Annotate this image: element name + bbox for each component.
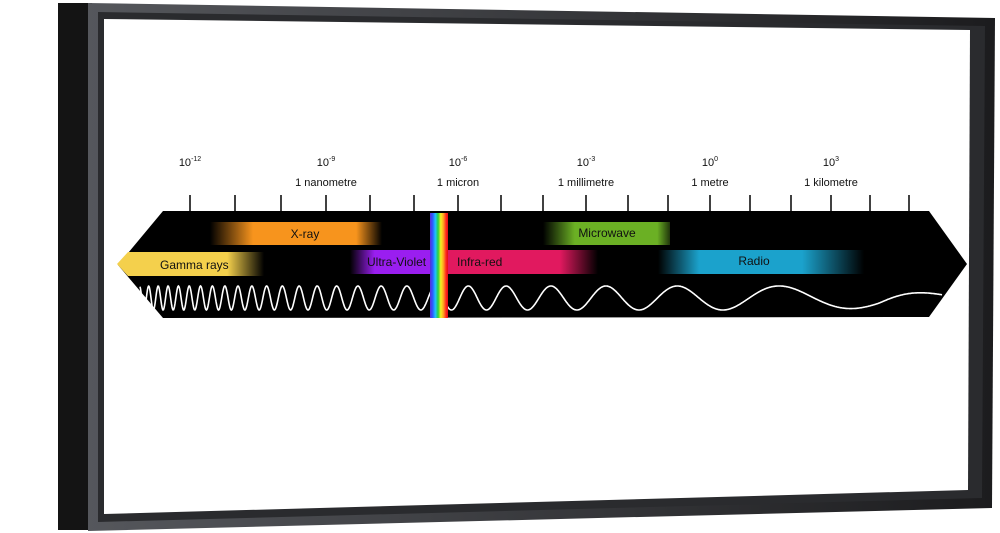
band-xray: X-ray	[210, 222, 382, 245]
band-xray-label: X-ray	[291, 227, 320, 241]
scale-exponent-label: 100	[702, 156, 718, 169]
band-radio: Radio	[658, 250, 864, 274]
visible-spectrum	[430, 213, 448, 318]
scale-unit-label: 1 millimetre	[558, 177, 614, 189]
scale-unit-label: 1 metre	[691, 177, 728, 189]
scale-exponent-label: 103	[823, 156, 839, 169]
band-infrared-label: Infra-red	[457, 255, 502, 269]
band-uv: Ultra-Violet	[350, 250, 432, 274]
band-infrared: Infra-red	[446, 250, 598, 274]
scale-exponent-label: 10-6	[449, 156, 468, 169]
scale-exponent-label: 10-12	[179, 156, 201, 169]
band-gamma-label: Gamma rays	[160, 258, 229, 272]
band-gamma: Gamma rays	[117, 252, 264, 276]
scale-exponent-label: 10-9	[317, 156, 336, 169]
band-microwave: Microwave	[543, 222, 670, 245]
scale-labels: 10-12 10-9 1 nanometre 10-6 1 micron 10-3 1 mi…	[179, 156, 858, 189]
scale-unit-label: 1 nanometre	[295, 177, 357, 189]
band-microwave-label: Microwave	[578, 226, 636, 240]
scale-ticks	[189, 195, 910, 211]
frame-side	[58, 3, 92, 530]
band-uv-label: Ultra-Violet	[367, 255, 427, 269]
band-radio-label: Radio	[738, 254, 770, 268]
scale-exponent-label: 10-3	[577, 156, 596, 169]
wave-line	[139, 284, 943, 312]
scale-unit-label: 1 micron	[437, 177, 479, 189]
scale-unit-label: 1 kilometre	[804, 177, 858, 189]
